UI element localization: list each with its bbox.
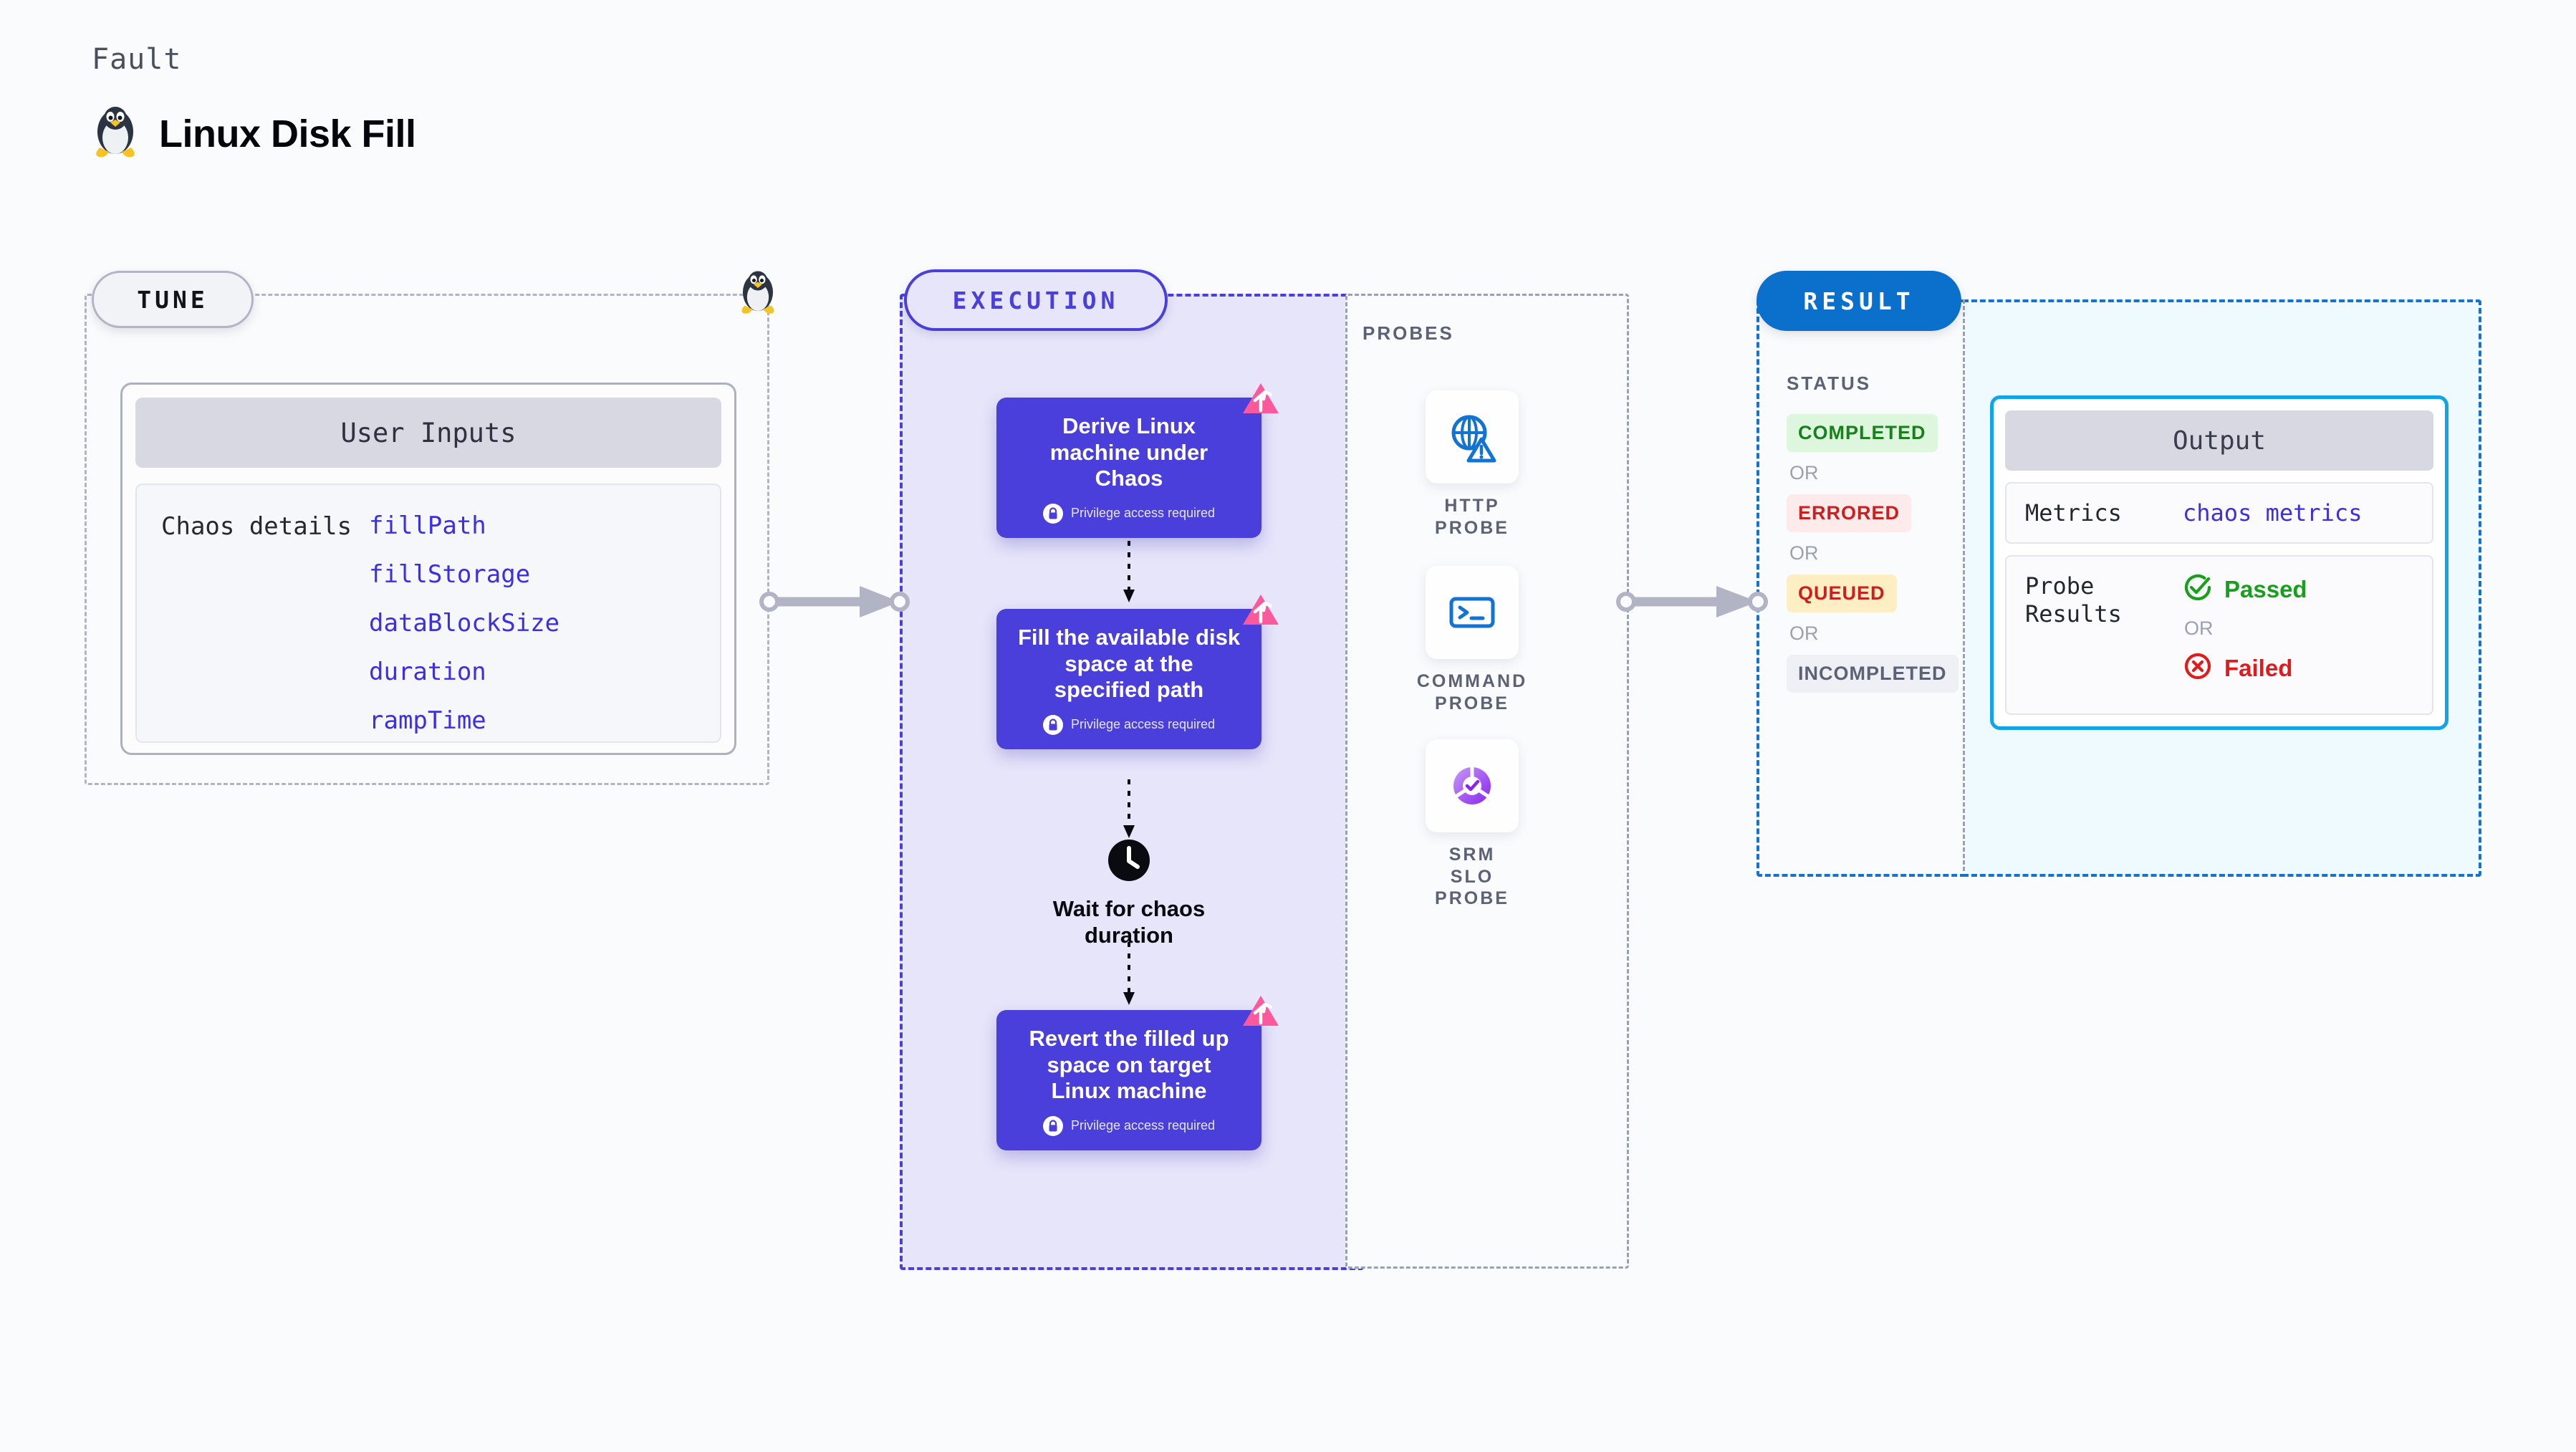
user-inputs-header: User Inputs bbox=[135, 398, 721, 468]
chaos-details-label: Chaos details bbox=[161, 512, 352, 541]
tune-section-boundary bbox=[85, 294, 769, 785]
or-separator: OR bbox=[1789, 462, 1819, 484]
probe-result-passed-label: Passed bbox=[2224, 575, 2307, 602]
tune-section-pill[interactable]: TUNE bbox=[92, 271, 254, 328]
param-data-block-size[interactable]: dataBlockSize bbox=[369, 609, 560, 638]
page-title-row: Linux Disk Fill bbox=[92, 105, 416, 163]
page-title: Linux Disk Fill bbox=[159, 112, 416, 155]
privilege-note-text: Privilege access required bbox=[1070, 1118, 1216, 1133]
status-badge-stack: COMPLETED OR ERRORED OR QUEUED OR INCOMP… bbox=[1787, 414, 1959, 693]
or-separator: OR bbox=[1789, 622, 1819, 644]
execution-step-card[interactable]: Fill the available disk space at the spe… bbox=[996, 595, 1279, 749]
flow-arrow-down bbox=[1120, 541, 1138, 609]
probe-http[interactable]: HTTP PROBE bbox=[1426, 390, 1519, 539]
execution-steps-container: Derive Linux machine under Chaos Privile… bbox=[900, 294, 1358, 1264]
result-section-pill[interactable]: RESULT bbox=[1756, 271, 1961, 331]
or-separator: OR bbox=[1789, 542, 1819, 564]
chaos-params-list: fillPath fillStorage dataBlockSize durat… bbox=[369, 514, 559, 741]
litmus-chaos-icon bbox=[1241, 593, 1280, 633]
output-metrics-row: Metrics chaos metrics bbox=[2005, 482, 2433, 544]
lock-icon bbox=[1042, 1115, 1063, 1136]
lock-icon bbox=[1042, 714, 1063, 735]
probe-command-label: COMMAND PROBE bbox=[1416, 671, 1528, 713]
execution-step-title: Revert the filled up space on target Lin… bbox=[1029, 1026, 1229, 1104]
flow-arrow-down bbox=[1120, 779, 1138, 845]
probe-http-label: HTTP PROBE bbox=[1435, 496, 1509, 538]
x-circle-icon bbox=[2183, 651, 2213, 685]
connector-probes-to-result bbox=[1616, 582, 1770, 625]
linux-penguin-icon bbox=[92, 105, 139, 163]
clock-icon bbox=[1107, 838, 1151, 886]
litmus-chaos-icon bbox=[1241, 382, 1280, 421]
lock-icon bbox=[1042, 503, 1063, 524]
probe-srm-slo-label: SRM SLO PROBE bbox=[1435, 845, 1509, 908]
slo-donut-check-icon bbox=[1426, 739, 1519, 832]
probe-result-failed-label: Failed bbox=[2224, 654, 2293, 681]
output-probe-results-row: Probe Results Passed OR bbox=[2005, 555, 2433, 716]
page-header: Fault Linux Disk Fill bbox=[92, 43, 416, 163]
litmus-chaos-icon bbox=[1241, 994, 1280, 1034]
result-section-divider bbox=[1963, 299, 1965, 871]
execution-section-pill[interactable]: EXECUTION bbox=[904, 269, 1168, 331]
status-badge: INCOMPLETED bbox=[1787, 655, 1959, 693]
param-ramp-time[interactable]: rampTime bbox=[369, 706, 486, 735]
param-fill-storage[interactable]: fillStorage bbox=[369, 560, 531, 589]
probe-results-values: Passed OR Failed bbox=[2183, 572, 2307, 685]
execution-step-title: Derive Linux machine under Chaos bbox=[1049, 413, 1208, 491]
privilege-note-row: Privilege access required bbox=[1042, 1115, 1216, 1136]
status-badge: COMPLETED bbox=[1787, 414, 1938, 452]
param-duration[interactable]: duration bbox=[369, 658, 486, 686]
privilege-note-row: Privilege access required bbox=[1042, 503, 1216, 524]
user-inputs-card: User Inputs Chaos details fillPath fillS… bbox=[120, 383, 736, 755]
page-kicker: Fault bbox=[92, 43, 182, 76]
status-badge: ERRORED bbox=[1787, 494, 1912, 532]
connector-tune-to-execution bbox=[759, 582, 910, 625]
probe-results-label: Probe Results bbox=[2025, 572, 2122, 628]
status-badge: QUEUED bbox=[1787, 574, 1897, 612]
check-circle-icon bbox=[2183, 572, 2213, 606]
probe-result-passed: Passed bbox=[2183, 572, 2307, 606]
param-fill-path[interactable]: fillPath bbox=[369, 511, 486, 540]
execution-step-card[interactable]: Revert the filled up space on target Lin… bbox=[996, 996, 1279, 1150]
linux-penguin-marker-icon bbox=[738, 269, 778, 319]
status-label: STATUS bbox=[1787, 372, 1872, 394]
probes-section-label: PROBES bbox=[1363, 322, 1454, 344]
metrics-value[interactable]: chaos metrics bbox=[2183, 499, 2363, 527]
output-header: Output bbox=[2005, 410, 2433, 471]
wait-step-label: Wait for chaos duration bbox=[1052, 896, 1206, 948]
globe-warning-icon bbox=[1426, 390, 1519, 484]
wait-step: Wait for chaos duration bbox=[1011, 838, 1247, 948]
probe-command[interactable]: COMMAND PROBE bbox=[1417, 566, 1525, 714]
or-separator: OR bbox=[2184, 617, 2214, 640]
probe-result-failed: Failed bbox=[2183, 651, 2307, 685]
probe-srm-slo[interactable]: SRM SLO PROBE bbox=[1426, 739, 1519, 910]
flow-arrow-down bbox=[1120, 942, 1138, 1011]
execution-step-title: Fill the available disk space at the spe… bbox=[1017, 625, 1241, 703]
output-card: Output Metrics chaos metrics Probe Resul… bbox=[1990, 395, 2448, 731]
privilege-note-row: Privilege access required bbox=[1042, 714, 1216, 735]
privilege-note-text: Privilege access required bbox=[1070, 506, 1216, 521]
user-inputs-body: Chaos details fillPath fillStorage dataB… bbox=[135, 484, 721, 743]
terminal-icon bbox=[1426, 566, 1519, 659]
privilege-note-text: Privilege access required bbox=[1070, 717, 1216, 732]
metrics-label: Metrics bbox=[2025, 499, 2122, 527]
execution-step-card[interactable]: Derive Linux machine under Chaos Privile… bbox=[996, 383, 1279, 538]
